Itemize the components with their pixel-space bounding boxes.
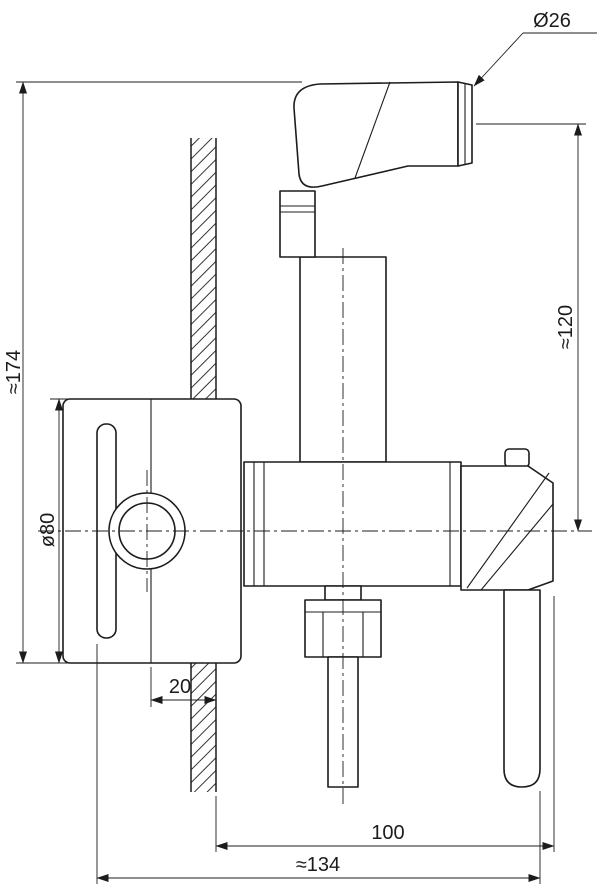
dimension-plate-diameter: ø80	[37, 398, 70, 664]
centerlines	[38, 248, 592, 806]
dim-total-depth-label: ≈134	[296, 854, 340, 876]
lever-housing	[460, 465, 554, 591]
wall-hatch-upper	[191, 138, 216, 399]
hand-sprayer	[293, 81, 473, 188]
lever-shaft-line	[480, 503, 554, 591]
sprayer-shoulder-line	[354, 81, 391, 179]
wall-hatch-lower	[191, 663, 216, 792]
dimension-wall-to-handle: 100	[215, 596, 555, 852]
dimension-sprayer-height: ≈120	[476, 123, 586, 532]
dimension-head-diameter: Ø26	[473, 10, 597, 87]
dim-wall-to-handle-label: 100	[371, 822, 404, 844]
dim-sprayer-height-label: ≈120	[555, 305, 577, 349]
mixer-body	[243, 461, 462, 587]
dim-total-height-label: ≈174	[3, 350, 25, 394]
cartridge-cap	[504, 448, 530, 468]
dimension-total-height: ≈174	[3, 81, 302, 664]
lever-shaft-line	[466, 472, 550, 589]
bracket-outline	[279, 190, 316, 258]
wall-section	[190, 138, 217, 792]
holder-bracket	[279, 190, 316, 258]
lever-handle	[460, 448, 554, 788]
dim-head-diameter-label: Ø26	[533, 10, 571, 32]
sprayer-body	[293, 81, 459, 188]
dimension-total-depth: ≈134	[96, 644, 541, 884]
leader-line	[473, 32, 524, 87]
dim-plate-offset-label: 20	[169, 676, 191, 698]
body-outline	[243, 461, 462, 587]
lever-grip	[503, 589, 541, 788]
dimension-plate-offset: 20	[150, 667, 217, 707]
dim-plate-diameter-label: ø80	[37, 513, 59, 547]
